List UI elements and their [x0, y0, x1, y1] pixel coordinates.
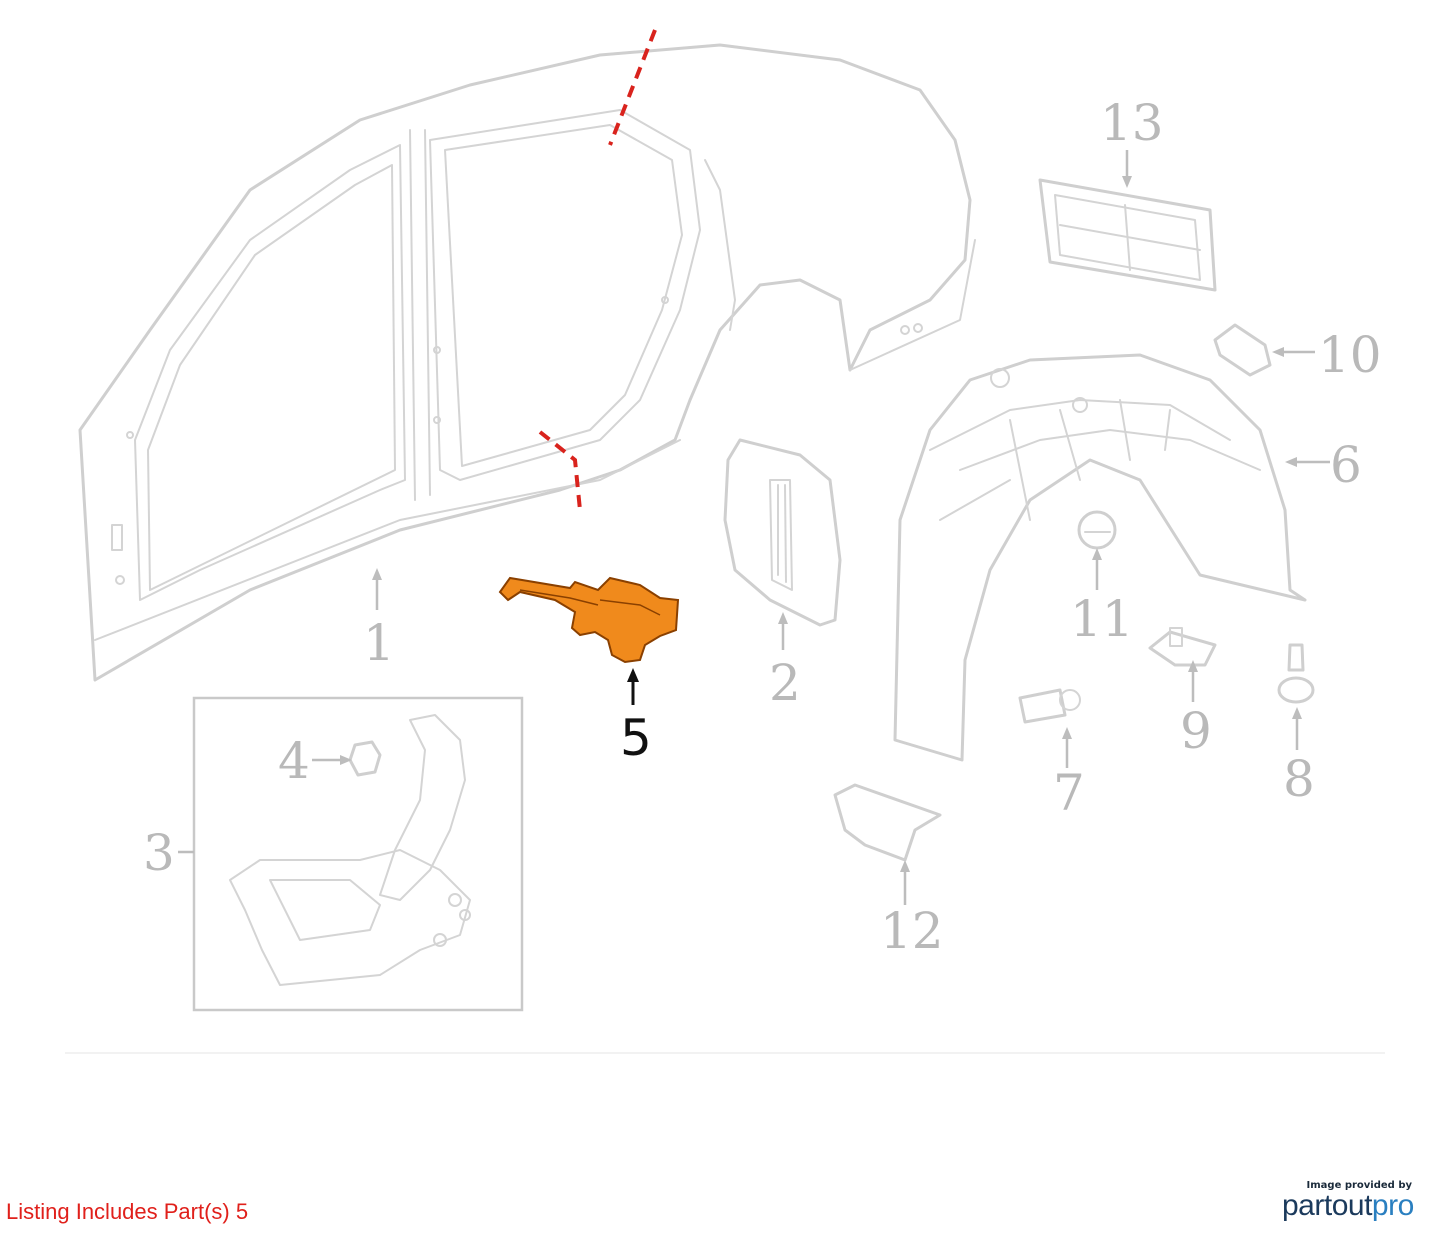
brand-part-1: partout — [1282, 1189, 1372, 1222]
callout-arrows — [178, 150, 1330, 905]
brand-part-2: pro — [1371, 1189, 1414, 1222]
callout-10: 10 — [1318, 326, 1382, 384]
callout-12: 12 — [880, 902, 944, 960]
bolt-7 — [1018, 688, 1081, 724]
callout-7: 7 — [1053, 764, 1085, 822]
plug-11 — [1077, 510, 1117, 550]
callout-3: 3 — [143, 824, 175, 882]
callout-5: 5 — [620, 709, 652, 767]
callout-8: 8 — [1283, 750, 1315, 808]
bumper-part-4 — [348, 740, 382, 777]
callout-6: 6 — [1330, 436, 1362, 494]
fuel-pocket-assembly — [192, 696, 524, 1012]
clip-10 — [1213, 323, 1272, 377]
cut-lines — [538, 29, 657, 511]
callout-4: 4 — [278, 732, 310, 790]
brand-logo: partoutpro — [1282, 1189, 1432, 1223]
callout-11: 11 — [1070, 590, 1134, 648]
body-side-panel — [78, 43, 976, 682]
callout-1: 1 — [363, 614, 395, 672]
callout-2: 2 — [769, 654, 801, 712]
pressure-vent — [1038, 178, 1217, 292]
callout-9: 9 — [1180, 702, 1212, 760]
credit-caption: Image provided by — [1306, 1180, 1412, 1191]
screw-8 — [1277, 643, 1315, 704]
callout-13: 13 — [1100, 94, 1164, 152]
listing-note: Listing Includes Part(s) 5 — [6, 1199, 249, 1224]
wheelhouse-liner — [893, 353, 1307, 762]
highlighted-part-5-actuator — [498, 576, 680, 664]
fuel-door — [723, 438, 842, 627]
bracket-12 — [833, 783, 942, 862]
callout-labels: 1 2 3 4 5 6 7 8 9 10 11 12 13 — [143, 94, 1382, 960]
nut-9 — [1148, 627, 1217, 667]
image-credit: Image provided by partoutpro — [1282, 1180, 1432, 1223]
